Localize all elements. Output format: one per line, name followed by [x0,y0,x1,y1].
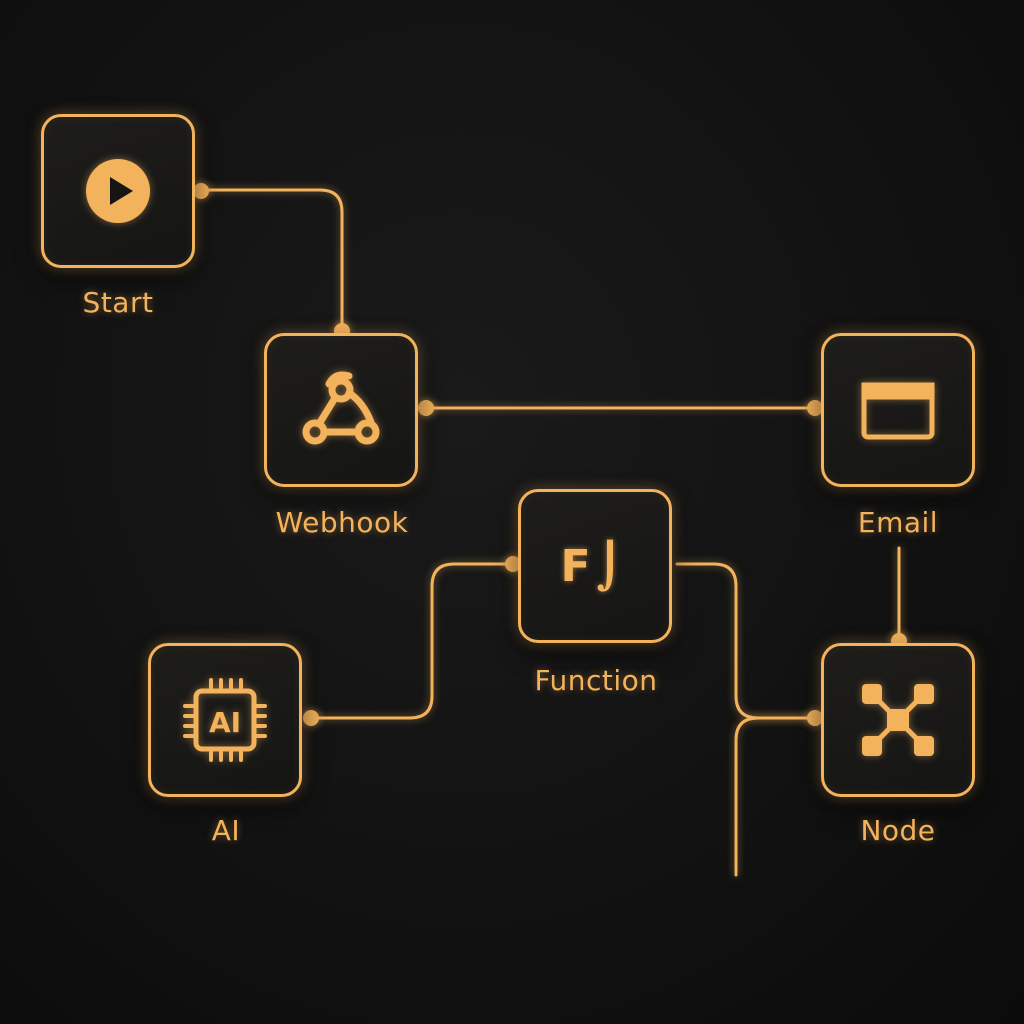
port-start-out[interactable] [193,183,209,199]
port-webhook-out[interactable] [418,400,434,416]
webhook-icon [302,371,380,445]
ai-chip-text: AI [209,706,241,739]
wire-ai-function[interactable] [308,562,514,720]
start-label: Start [82,286,154,319]
function-icon: F⌡ [560,540,630,592]
wire-function-node[interactable] [675,562,816,720]
network-nodes-icon [862,684,934,756]
start-node[interactable] [41,114,195,268]
function-node[interactable]: F⌡ [518,489,672,643]
node-label: Node [860,814,936,847]
email-label: Email [857,506,939,539]
wire-start-webhook[interactable] [198,188,344,332]
ai-label: AI [211,814,241,847]
email-window-icon [861,382,935,440]
webhook-node[interactable] [264,333,418,487]
ai-node[interactable]: AI [148,643,302,797]
port-node-in-left[interactable] [807,710,823,726]
play-icon [86,159,150,223]
wire-node-downstream[interactable] [734,716,816,877]
ai-chip-icon: AI [183,678,267,762]
webhook-label: Webhook [275,506,409,539]
port-function-in[interactable] [505,556,521,572]
port-ai-out[interactable] [303,710,319,726]
port-email-in[interactable] [807,400,823,416]
node-node[interactable] [821,643,975,797]
email-node[interactable] [821,333,975,487]
function-label: Function [534,664,658,697]
